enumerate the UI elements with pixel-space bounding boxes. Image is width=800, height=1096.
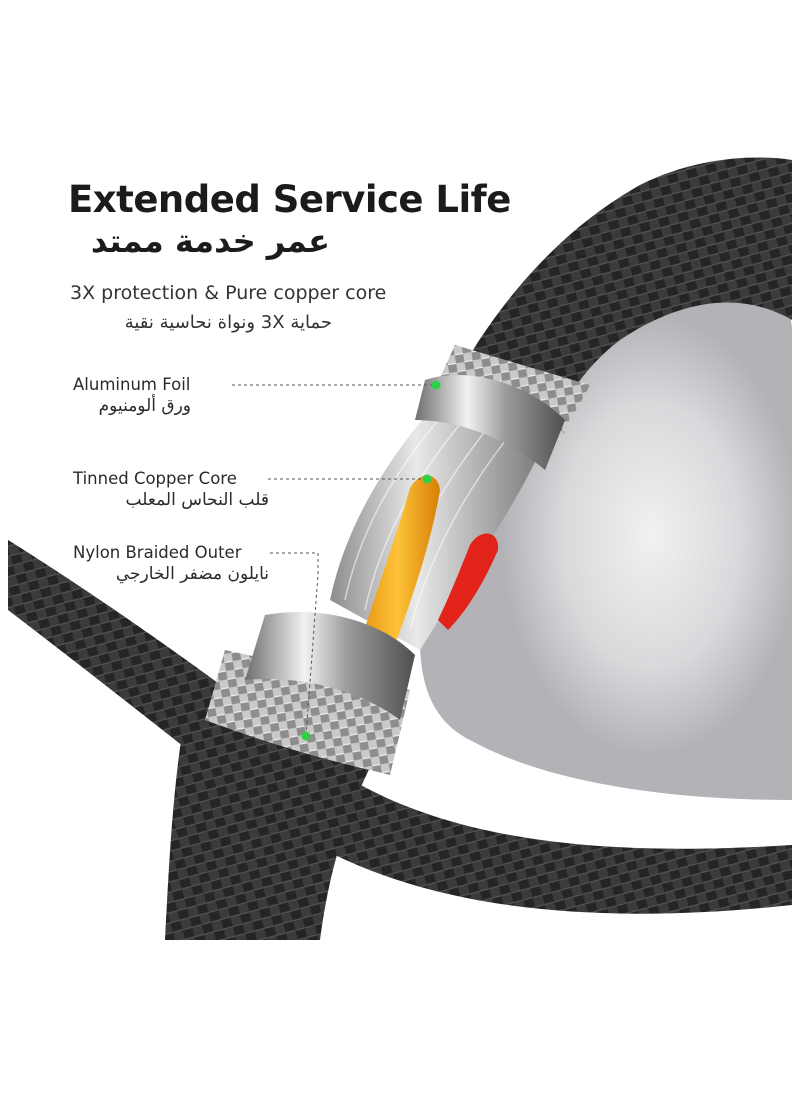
subtitle-arabic: حماية 3X ونواة نحاسية نقية (124, 312, 332, 333)
callout-tinned-copper-core: Tinned Copper Core قلب النحاس المعلب (73, 469, 269, 510)
aluminum-ring-lower (245, 611, 415, 720)
marker-tinned-copper (422, 474, 432, 484)
callout-nylon-braided-outer-ar: نايلون مضفر الخارجي (115, 564, 269, 584)
yellow-core (355, 475, 440, 670)
callout-tinned-copper-core-ar: قلب النحاس المعلب (125, 490, 269, 510)
subtitle-english: 3X protection & Pure copper core (70, 282, 387, 304)
leader-nylon-braid (270, 552, 319, 737)
aluminum-ring-upper (415, 374, 565, 470)
marker-nylon-braid (301, 731, 311, 741)
title-english: Extended Service Life (68, 178, 511, 221)
upper-cable (455, 157, 792, 440)
lower-cable (8, 540, 792, 914)
callout-tinned-copper-core-en: Tinned Copper Core (73, 469, 237, 488)
callout-aluminum-foil-en: Aluminum Foil (73, 375, 191, 394)
title-arabic: عمر خدمة ممتد (90, 222, 330, 260)
callout-nylon-braided-outer-en: Nylon Braided Outer (73, 543, 242, 562)
marker-aluminum-foil (431, 380, 441, 390)
callout-aluminum-foil-ar: ورق ألومنيوم (98, 396, 191, 416)
red-core (438, 533, 499, 630)
callout-aluminum-foil: Aluminum Foil ورق ألومنيوم (73, 375, 191, 416)
callout-nylon-braided-outer: Nylon Braided Outer نايلون مضفر الخارجي (73, 543, 269, 584)
